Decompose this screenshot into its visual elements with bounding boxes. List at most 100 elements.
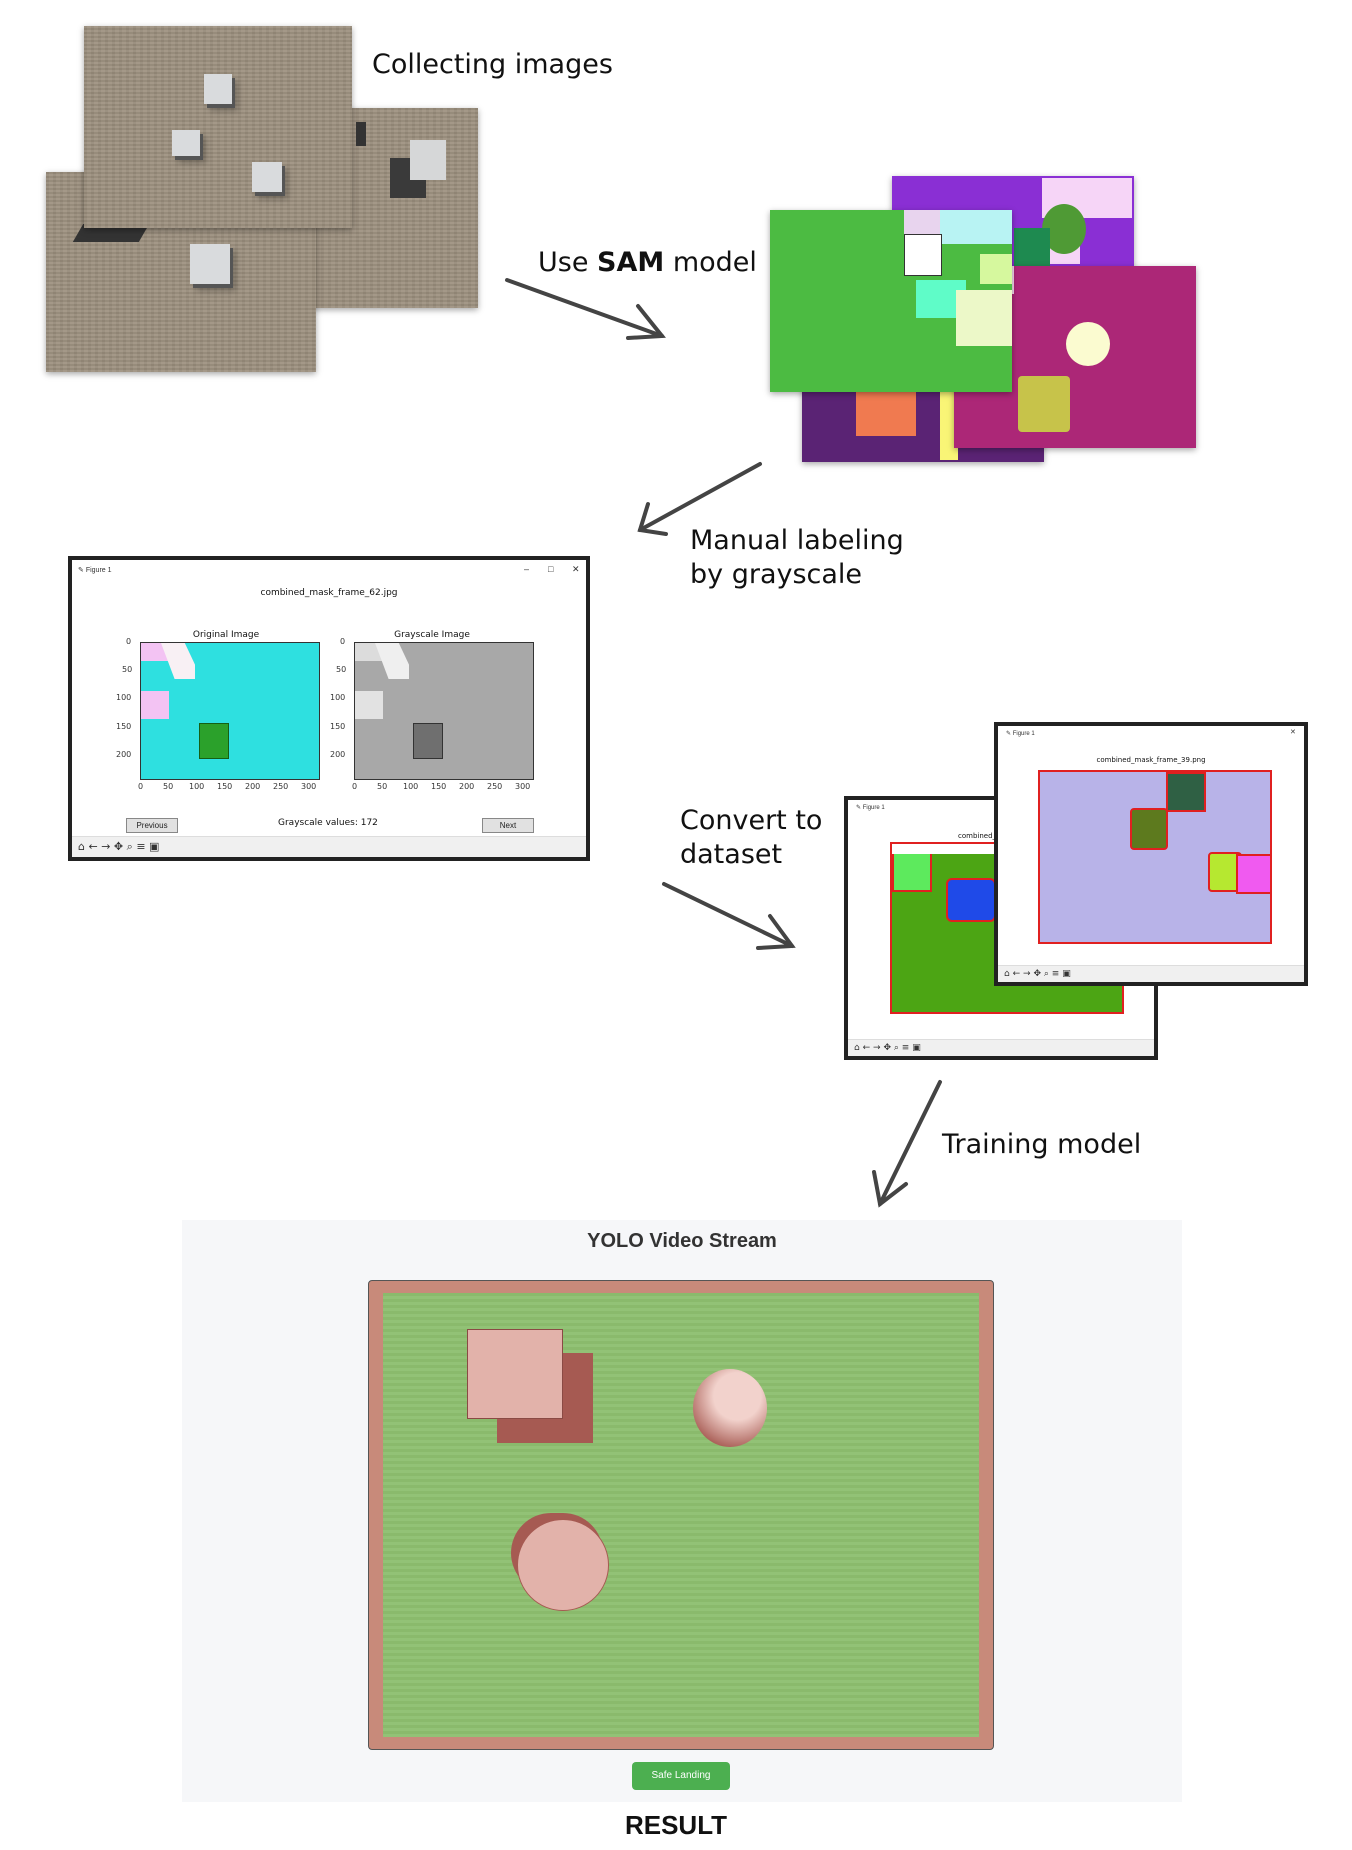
mask-segment: [980, 254, 1012, 284]
x-tick: 50: [163, 782, 174, 791]
y-tick: 200: [330, 750, 346, 759]
x-tick: 150: [431, 782, 447, 791]
pan-icon[interactable]: ✥: [1033, 969, 1041, 979]
pan-icon[interactable]: ✥: [883, 1043, 891, 1053]
label-polygon: [1166, 772, 1206, 812]
safe-landing-button[interactable]: Safe Landing: [632, 1762, 730, 1790]
window-maximize-icon[interactable]: □: [548, 564, 554, 574]
label-polygon: [1130, 808, 1168, 850]
window-title: Figure 1: [862, 805, 885, 811]
home-icon[interactable]: ⌂: [854, 1043, 860, 1053]
cube-dark: [410, 140, 446, 180]
detected-cylinder-face: [517, 1519, 609, 1611]
caption-convert-line1: Convert to: [680, 805, 823, 836]
figure-icon: ✎: [1006, 731, 1012, 737]
caption-sam-prefix: Use: [538, 247, 598, 278]
mask-region: [199, 723, 229, 759]
window-close-icon[interactable]: ✕: [1290, 729, 1296, 736]
previous-button[interactable]: Previous: [126, 818, 178, 833]
y-tick: 150: [116, 722, 132, 731]
mask-region: [141, 691, 169, 719]
save-icon[interactable]: ▣: [1062, 969, 1071, 979]
video-frame: [368, 1280, 994, 1750]
mask-region: [413, 723, 443, 759]
zoom-icon[interactable]: ⌕: [893, 1043, 899, 1053]
x-tick: 150: [217, 782, 233, 791]
caption-sam-suffix: model: [664, 247, 757, 278]
zoom-icon[interactable]: ⌕: [1043, 969, 1049, 979]
x-tick: 200: [459, 782, 475, 791]
arrow-dataset-to-training-head: [872, 1170, 908, 1208]
mask-segment: [956, 290, 1012, 346]
y-tick: 150: [330, 722, 346, 731]
cube: [172, 130, 200, 156]
forward-icon[interactable]: →: [873, 1043, 881, 1053]
caption-sam-bold: SAM: [597, 247, 665, 278]
dataset-window-front: ✎ Figure 1 ✕ combined_mask_frame_39.png …: [994, 722, 1308, 986]
label-polygon: [1236, 854, 1270, 894]
forward-icon[interactable]: →: [101, 840, 111, 853]
right-plot-title: Grayscale Image: [394, 630, 470, 640]
original-image-plot: [140, 642, 320, 780]
cube-edge: [356, 122, 366, 146]
save-icon[interactable]: ▣: [149, 840, 160, 853]
labeling-window: ✎ Figure 1 – □ ✕ combined_mask_frame_62.…: [68, 556, 590, 861]
x-tick: 200: [245, 782, 261, 791]
mask-segment: [856, 386, 916, 436]
grayscale-status: Grayscale values: 172: [278, 818, 378, 828]
arrow-collect-to-sam-head: [626, 304, 666, 340]
x-tick: 0: [352, 782, 358, 791]
figure-icon: ✎: [78, 567, 84, 574]
caption-training-model: Training model: [942, 1129, 1142, 1160]
mask-segment: [1066, 322, 1110, 366]
back-icon[interactable]: ←: [1012, 969, 1021, 979]
zoom-icon[interactable]: ⌕: [126, 840, 133, 853]
collected-image-front: [84, 26, 352, 228]
save-icon[interactable]: ▣: [912, 1043, 921, 1053]
y-tick: 50: [122, 665, 133, 674]
pan-icon[interactable]: ✥: [113, 840, 124, 853]
matplotlib-toolbar: ⌂ ← → ✥ ⌕ ≡ ▣: [998, 965, 1304, 982]
x-tick: 100: [189, 782, 205, 791]
mask-region: [375, 643, 409, 679]
matplotlib-toolbar: ⌂ ← → ✥ ⌕ ≡ ▣: [848, 1039, 1154, 1056]
mask-region: [355, 691, 383, 719]
mask-segment: [1018, 376, 1070, 432]
cube: [190, 244, 230, 284]
arrow-sam-to-labeling-head: [637, 502, 668, 536]
x-tick: 0: [138, 782, 144, 791]
mask-segment: [1014, 228, 1050, 268]
left-plot-title: Original Image: [192, 630, 260, 640]
caption-use-sam-model: Use SAM model: [538, 246, 757, 280]
window-minimize-icon[interactable]: –: [524, 564, 530, 574]
caption-manual-labeling: Manual labeling by grayscale: [690, 524, 904, 592]
home-icon[interactable]: ⌂: [78, 840, 85, 853]
window-close-icon[interactable]: ✕: [572, 564, 580, 574]
arrow-collect-to-sam: [505, 278, 664, 338]
window-titlebar: ✎ Figure 1: [856, 804, 885, 811]
y-tick: 100: [330, 693, 346, 702]
matplotlib-toolbar: ⌂ ← → ✥ ⌕ ≡ ▣: [72, 836, 586, 857]
back-icon[interactable]: ←: [88, 840, 98, 853]
configure-icon[interactable]: ≡: [901, 1043, 910, 1053]
caption-convert-line2: dataset: [680, 839, 783, 870]
back-icon[interactable]: ←: [862, 1043, 871, 1053]
home-icon[interactable]: ⌂: [1004, 969, 1010, 979]
next-button[interactable]: Next: [482, 818, 534, 833]
label-polygon: [946, 878, 996, 922]
configure-icon[interactable]: ≡: [136, 840, 146, 853]
detected-sphere: [693, 1369, 767, 1447]
x-tick: 300: [301, 782, 317, 791]
x-tick: 100: [403, 782, 419, 791]
dataset-mask-lavender: [1038, 770, 1272, 944]
mask-segment: [940, 380, 958, 460]
video-grass: [383, 1293, 979, 1737]
caption-manual-line2: by grayscale: [690, 559, 863, 590]
configure-icon[interactable]: ≡: [1051, 969, 1060, 979]
figure-filename: combined_mask_frame_62.jpg: [260, 588, 398, 598]
forward-icon[interactable]: →: [1023, 969, 1031, 979]
figure-filename: combined_mask_frame_39.png: [1096, 756, 1206, 764]
window-title: Figure 1: [1012, 731, 1035, 737]
y-tick: 100: [116, 693, 132, 702]
